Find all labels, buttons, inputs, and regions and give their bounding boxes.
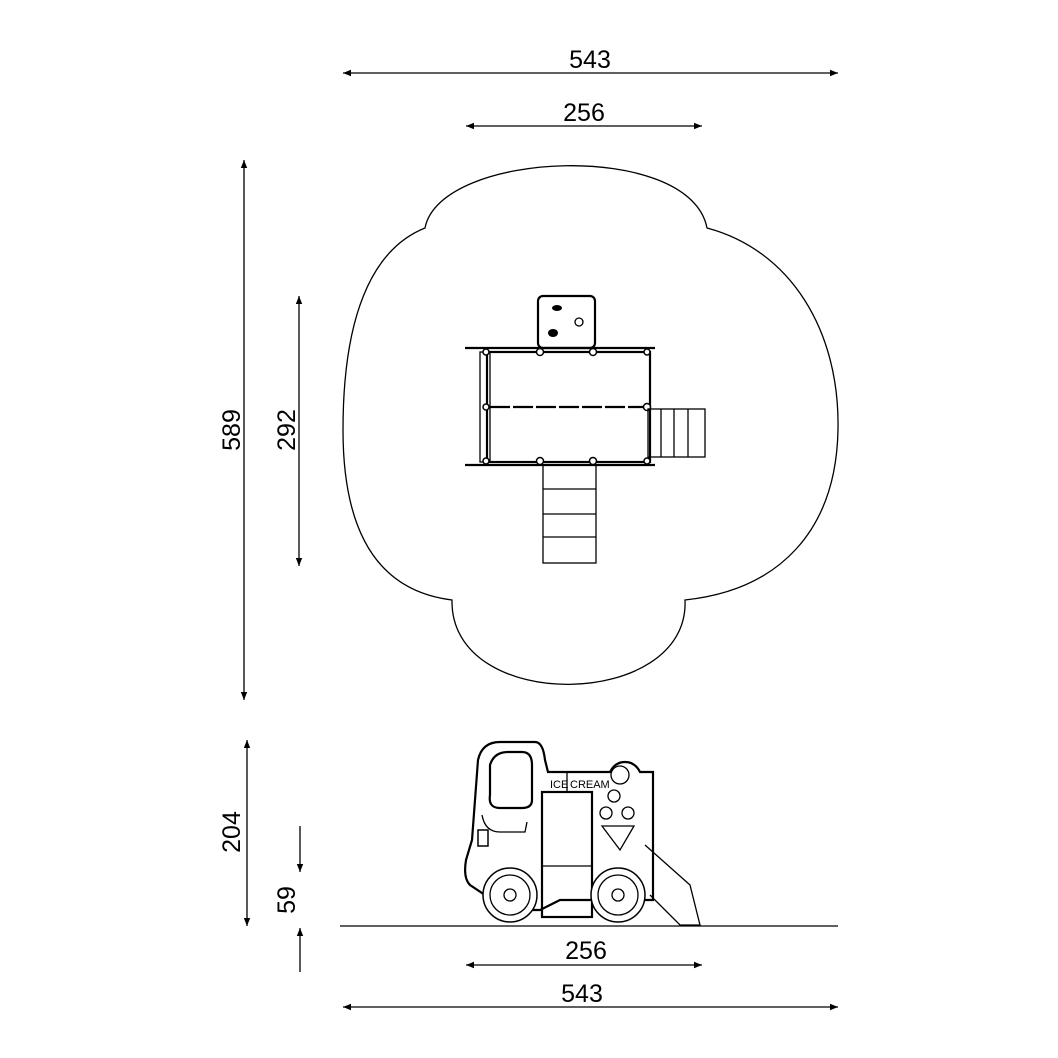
safety-zone-outline xyxy=(342,165,839,686)
dim-side-equipment-width: 256 xyxy=(466,937,702,969)
dim-label: 59 xyxy=(273,886,301,914)
dim-label: 204 xyxy=(218,811,246,853)
dim-label: 256 xyxy=(565,937,607,965)
dim-label: 256 xyxy=(563,99,605,127)
equipment-plan-view xyxy=(465,294,706,564)
ice-cream-truck-side-view: ICE CREAM xyxy=(464,740,701,926)
dim-equipment-depth: 292 xyxy=(273,296,303,566)
dim-height: 204 xyxy=(218,740,251,926)
dim-label: 543 xyxy=(561,980,603,1008)
dim-top-total-width: 543 xyxy=(343,46,838,77)
dim-label: 589 xyxy=(218,409,246,451)
dim-total-depth: 589 xyxy=(218,160,248,700)
truck-sign-ice: ICE xyxy=(550,779,568,791)
truck-sign-cream: CREAM xyxy=(570,779,610,791)
dim-label: 543 xyxy=(569,46,611,74)
dim-label: 292 xyxy=(273,409,301,451)
dim-free-fall-height: 59 xyxy=(273,826,304,972)
front-wheel xyxy=(482,867,538,923)
rear-wheel xyxy=(590,867,646,923)
dim-side-total-width: 543 xyxy=(343,980,838,1011)
dim-top-equipment-width: 256 xyxy=(466,99,702,130)
